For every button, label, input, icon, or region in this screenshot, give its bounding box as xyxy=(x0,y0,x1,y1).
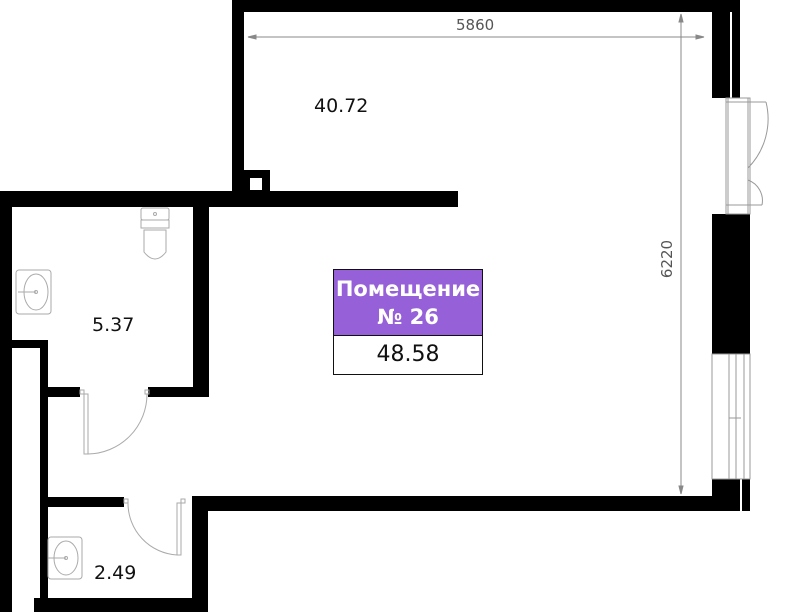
window-lower xyxy=(711,353,751,480)
room-badge: Помещение № 26 48.58 xyxy=(333,269,483,375)
total-area: 48.58 xyxy=(376,342,440,367)
width-dimension: 5860 xyxy=(456,16,495,34)
height-dimension: 6220 xyxy=(658,239,677,279)
sink-icon-wc xyxy=(47,536,83,580)
bathroom-area: 5.37 xyxy=(92,314,135,336)
room-title: Помещение xyxy=(335,277,481,301)
wc-area: 2.49 xyxy=(94,562,137,584)
main-room-area: 40.72 xyxy=(314,95,369,117)
room-number: № 26 xyxy=(377,305,439,329)
wc-door xyxy=(123,498,186,556)
dimension-lines xyxy=(247,13,705,495)
room-badge-title: Помещение № 26 xyxy=(334,270,482,336)
sink-icon xyxy=(15,269,52,315)
bathroom-door xyxy=(79,389,150,455)
walls xyxy=(0,0,750,612)
toilet-icon xyxy=(140,207,170,260)
balcony-door xyxy=(725,97,769,215)
